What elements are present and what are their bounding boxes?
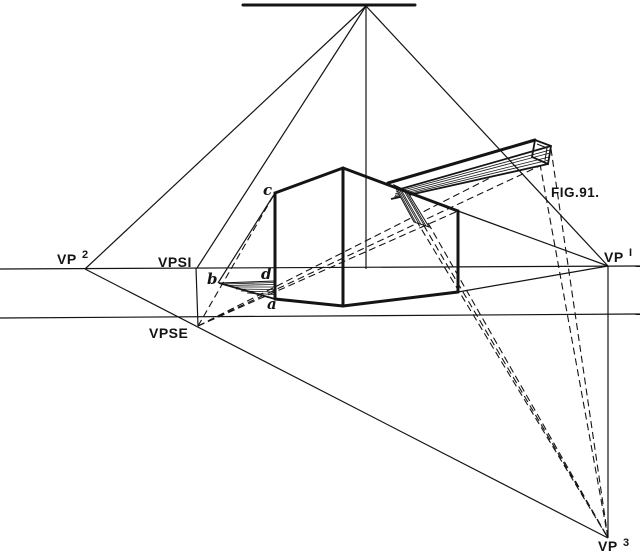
label-vp1: VP — [604, 249, 624, 265]
label-vp2: VP — [57, 251, 77, 267]
cube-shadow-band — [392, 183, 431, 228]
label-vp2-sup: 2 — [82, 249, 88, 261]
label-vp3: VP — [598, 538, 618, 554]
label-vp1-sup: I — [629, 247, 632, 259]
label-vp3-sup: 3 — [623, 537, 629, 549]
label-point-c: c — [263, 181, 272, 199]
cube-top-right-edge — [341, 166, 460, 213]
ground-line — [0, 313, 640, 319]
beam-shading — [393, 149, 551, 198]
apex-to-vps1 — [196, 5, 367, 269]
cube — [273, 166, 460, 308]
beam-bottom-edge — [390, 163, 549, 200]
apex-to-vp2 — [84, 5, 367, 270]
beam-end-face-inset — [536, 143, 548, 161]
cube-top-edge-extension — [457, 210, 609, 267]
horizon-line — [0, 265, 640, 270]
light-ray-c-to-b — [217, 192, 276, 284]
label-vps1: VPSI — [158, 254, 192, 270]
cube-bottom-left-edge — [273, 297, 345, 308]
inclined-beam — [386, 138, 553, 200]
vp2-vp3-line — [84, 268, 609, 539]
vps1-vertical — [195, 267, 199, 327]
beam-end-face — [530, 138, 553, 166]
figure-caption: FIG.91. — [551, 185, 600, 200]
construction-lines — [84, 192, 609, 539]
cube-top-left-edge — [273, 166, 345, 195]
label-point-a: a — [267, 295, 277, 313]
label-vpse: VPSE — [149, 325, 188, 341]
beam-top-far-edge — [396, 145, 552, 191]
apex-rays — [84, 3, 609, 270]
shadow-rays-vpse — [197, 146, 552, 327]
cube-bottom-right-edge — [341, 290, 460, 308]
cube-bottom-edge-extension — [457, 265, 609, 293]
labels: VP 2 VPSI VPSE VP I VP 3 FIG.91. c b d a — [57, 181, 632, 554]
beam-top-near-edge — [386, 138, 537, 185]
label-point-d: d — [261, 265, 272, 283]
label-point-b: b — [207, 270, 218, 288]
apex-to-vp1 — [365, 5, 609, 267]
